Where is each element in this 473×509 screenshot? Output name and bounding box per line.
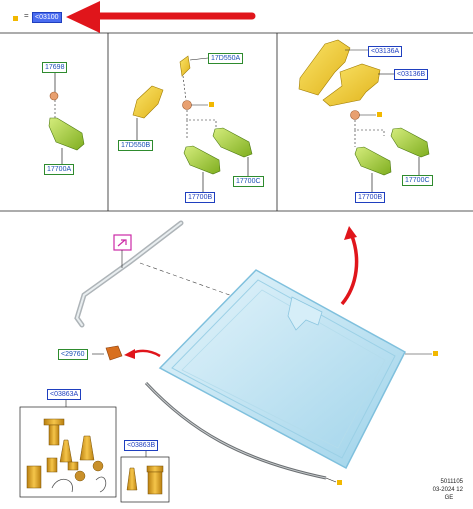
red-curved-arrow-up — [340, 235, 359, 306]
part-label-17d550a[interactable]: 17D550A — [208, 53, 244, 64]
legend-marker — [13, 16, 18, 21]
part-label-17700b-panel3[interactable]: 17700B — [355, 192, 386, 203]
part-label-17700b-panel2[interactable]: 17700B — [185, 192, 216, 203]
panel-3 — [298, 39, 430, 192]
reference-line-3: GE — [444, 495, 454, 501]
lower-molding — [144, 381, 327, 480]
rear-view-mirror-17700c-p3 — [390, 127, 430, 158]
bracket-cover-03136a — [298, 39, 351, 96]
reference-line-2: 03-2024 12 — [432, 487, 463, 493]
part-label-03136a[interactable]: <03136A — [368, 46, 403, 57]
kit-03863a-parts — [26, 418, 107, 493]
part-label-17700a[interactable]: 17700A — [44, 164, 75, 175]
connector-17698-part — [49, 91, 59, 101]
part-label-17698[interactable]: 17698 — [42, 62, 68, 73]
part-label-29760[interactable]: <29760 — [58, 349, 88, 360]
sensor-connector-p3 — [350, 110, 360, 120]
sensor-connector-p2 — [182, 100, 192, 110]
marker-windshield — [433, 351, 438, 356]
marker-p2 — [209, 102, 214, 107]
marker-p3 — [377, 112, 382, 117]
rear-view-mirror-17700c-p2 — [212, 127, 253, 158]
reference-line-1: 5011105 — [440, 479, 463, 485]
cover-17d550b — [132, 85, 164, 119]
part-label-03863a[interactable]: <03863A — [47, 389, 82, 400]
rear-view-mirror-17700a — [48, 117, 85, 151]
bracket-callout-icon — [117, 239, 127, 247]
rear-view-mirror-17700b-p3 — [354, 146, 392, 176]
red-pointer-arrow — [66, 1, 256, 33]
kit-03863b-box — [120, 456, 170, 503]
kit-03863a-box — [19, 406, 117, 498]
rear-view-mirror-17700b-p2 — [183, 145, 221, 175]
sensor-bracket-29760 — [105, 345, 123, 361]
red-arrowhead-left — [124, 349, 135, 359]
windshield-glass — [158, 269, 406, 470]
part-label-03863b[interactable]: <03863B — [124, 440, 159, 451]
reference-code: 5011105 03-2024 12 GE — [433, 478, 463, 502]
kit-03863b-parts — [126, 465, 164, 495]
part-label-17d550b[interactable]: 17D550B — [118, 140, 154, 151]
equals-sign: = — [24, 11, 29, 20]
part-label-03136b[interactable]: <03136B — [394, 69, 429, 80]
red-arrow-left — [131, 349, 161, 358]
panel-1 — [48, 72, 85, 165]
marker-molding — [337, 480, 342, 485]
part-label-17700c-panel3[interactable]: 17700C — [402, 175, 433, 186]
red-arrowhead-up — [344, 226, 357, 240]
cover-17d550a — [179, 55, 191, 77]
bracket-cover-03136b — [322, 63, 381, 107]
panel-2 — [132, 55, 253, 192]
top-panel-frame — [0, 32, 473, 212]
highlighted-part-label[interactable]: <03100 — [32, 12, 62, 23]
part-label-17700c-panel2[interactable]: 17700C — [233, 176, 264, 187]
roof-frame — [74, 220, 184, 328]
